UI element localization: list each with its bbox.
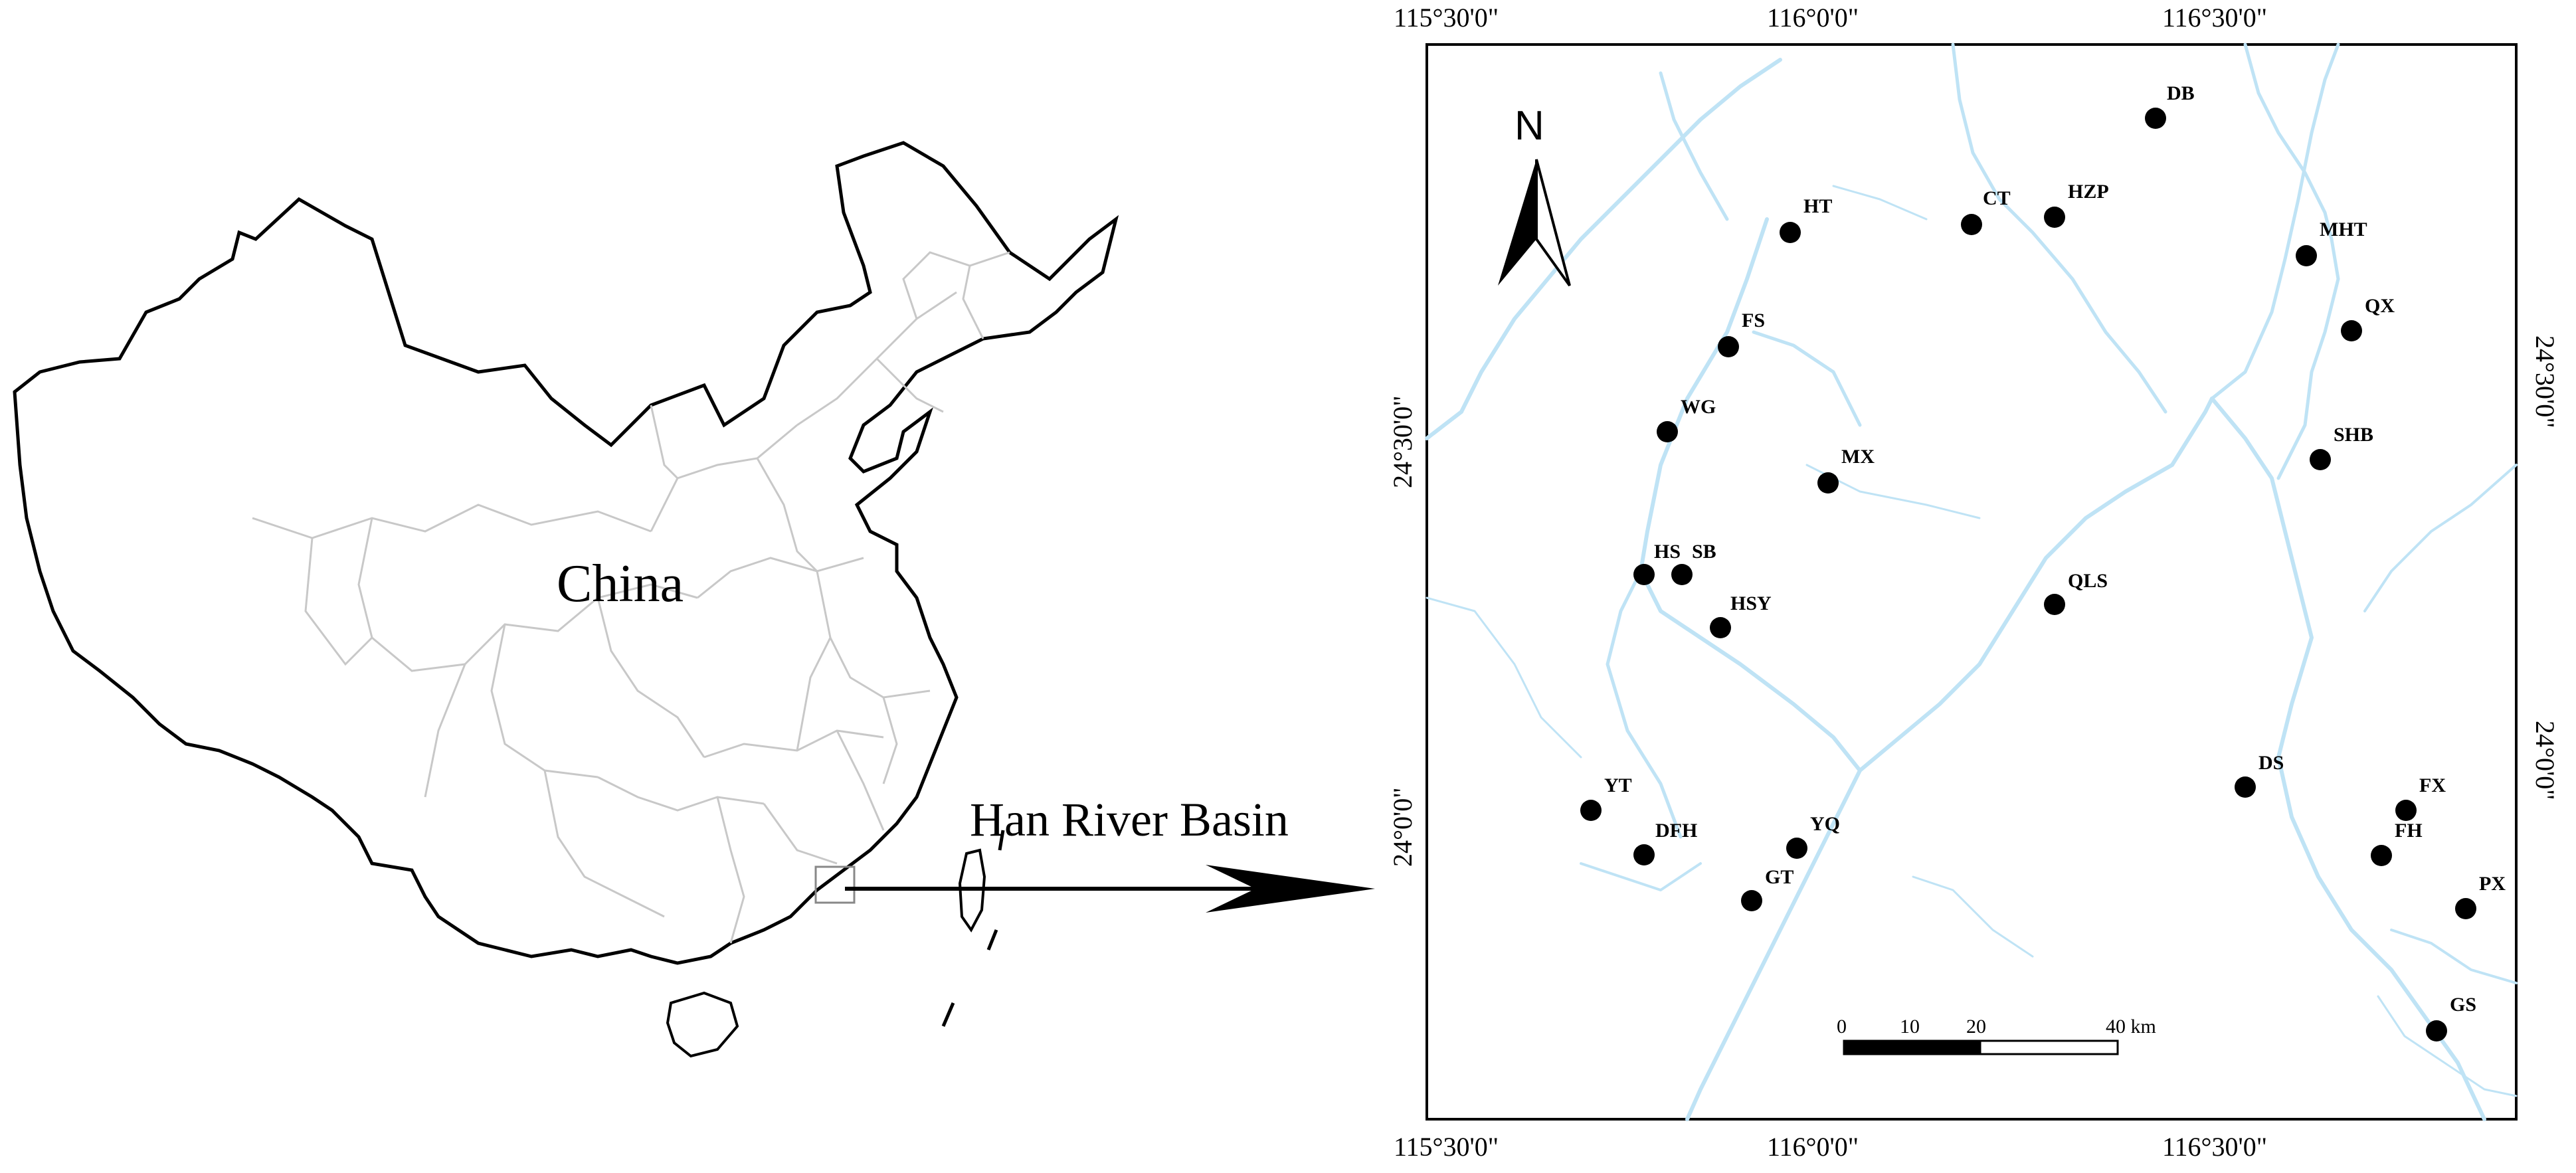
station-label-fx: FX: [2419, 774, 2446, 796]
station-label-yq: YQ: [1810, 813, 1840, 835]
scale-bar: 0 10 20 40 km: [1837, 1016, 2156, 1055]
lon-top-1: 115°30'0": [1394, 3, 1499, 33]
station-marker-shb: [2310, 449, 2331, 470]
latitude-labels: 24°30'0" 24°0'0" 24°30'0" 24°0'0": [1388, 335, 2560, 867]
station-marker-hsy: [1710, 617, 1731, 638]
lon-bottom-1: 115°30'0": [1394, 1132, 1499, 1162]
station-label-mx: MX: [1841, 446, 1875, 468]
station-marker-fh: [2371, 845, 2392, 866]
station-label-fh: FH: [2395, 820, 2423, 842]
study-area-box: [814, 865, 856, 904]
station-label-wg: WG: [1681, 396, 1716, 418]
station-label-ct: CT: [1983, 187, 2011, 209]
lon-bottom-2: 116°0'0": [1767, 1132, 1859, 1162]
scale-label-20: 20: [1966, 1016, 1986, 1038]
china-label: China: [557, 555, 684, 613]
station-label-qx: QX: [2365, 295, 2395, 317]
lat-right-1: 24°30'0": [2530, 335, 2560, 428]
station-marker-ht: [1780, 222, 1801, 243]
station-marker-fx: [2395, 800, 2417, 821]
station-marker-qls: [2044, 594, 2065, 615]
station-marker-hzp: [2044, 207, 2065, 228]
station-label-yt: YT: [1604, 774, 1632, 796]
station-label-px: PX: [2479, 873, 2506, 895]
china-overview-map: China Han River Basin: [13, 141, 1375, 1058]
station-marker-dfh: [1633, 844, 1655, 865]
station-marker-px: [2455, 898, 2476, 919]
station-label-shb: SHB: [2334, 424, 2373, 446]
lat-right-2: 24°0'0": [2530, 721, 2560, 800]
gauging-stations: DB CT HZP HT MHT QX FS WG SHB MX HS SB HSY QLS DS FX YT F…: [1580, 82, 2506, 1041]
station-label-hs: HS: [1654, 541, 1681, 563]
station-marker-ct: [1961, 214, 1982, 235]
station-marker-gt: [1741, 890, 1762, 911]
station-label-hzp: HZP: [2068, 181, 2109, 203]
station-marker-db: [2145, 108, 2166, 129]
station-marker-yq: [1786, 838, 1807, 859]
lon-bottom-3: 116°30'0": [2162, 1132, 2267, 1162]
scale-label-10: 10: [1900, 1016, 1920, 1038]
station-label-ht: HT: [1803, 195, 1832, 217]
river-network: [1425, 43, 2518, 1121]
station-marker-sb: [1671, 564, 1693, 585]
station-marker-yt: [1580, 800, 1602, 821]
lat-left-1: 24°30'0": [1388, 395, 1418, 488]
map-frame: [1426, 43, 2518, 1121]
north-arrow-icon: N: [1498, 103, 1571, 287]
station-label-gs: GS: [2450, 994, 2476, 1016]
scale-label-0: 0: [1837, 1016, 1847, 1038]
station-marker-qx: [2341, 320, 2362, 341]
hainan-island: [666, 991, 739, 1058]
station-label-gt: GT: [1765, 866, 1794, 888]
basin-detail-map: DB CT HZP HT MHT QX FS WG SHB MX HS SB HSY QLS DS FX YT F…: [1388, 3, 2560, 1162]
station-marker-wg: [1657, 421, 1678, 442]
province-boundaries: [252, 251, 1010, 944]
station-marker-mht: [2296, 245, 2317, 266]
scale-label-40km: 40 km: [2106, 1016, 2156, 1038]
station-label-dfh: DFH: [1655, 820, 1697, 842]
station-label-qls: QLS: [2068, 570, 2108, 592]
station-label-sb: SB: [1692, 541, 1716, 563]
station-marker-mx: [1817, 472, 1839, 494]
station-marker-fs: [1718, 336, 1739, 357]
station-marker-gs: [2426, 1020, 2447, 1041]
china-outline: [13, 141, 1119, 965]
station-marker-hs: [1633, 564, 1655, 585]
han-river-basin-label: Han River Basin: [970, 793, 1289, 846]
svg-text:N: N: [1515, 103, 1544, 149]
station-marker-ds: [2235, 776, 2256, 798]
station-label-ds: DS: [2258, 752, 2284, 774]
station-label-mht: MHT: [2320, 219, 2367, 240]
longitude-labels: 115°30'0" 116°0'0" 116°30'0" 115°30'0" 1…: [1394, 3, 2267, 1162]
nine-dash-line: [941, 830, 1005, 1027]
station-label-db: DB: [2167, 82, 2195, 104]
station-label-hsy: HSY: [1730, 592, 1772, 614]
lon-top-3: 116°30'0": [2162, 3, 2267, 33]
lon-top-2: 116°0'0": [1767, 3, 1859, 33]
location-arrow: [845, 865, 1375, 913]
station-label-fs: FS: [1742, 310, 1765, 331]
lat-left-2: 24°0'0": [1388, 787, 1418, 867]
